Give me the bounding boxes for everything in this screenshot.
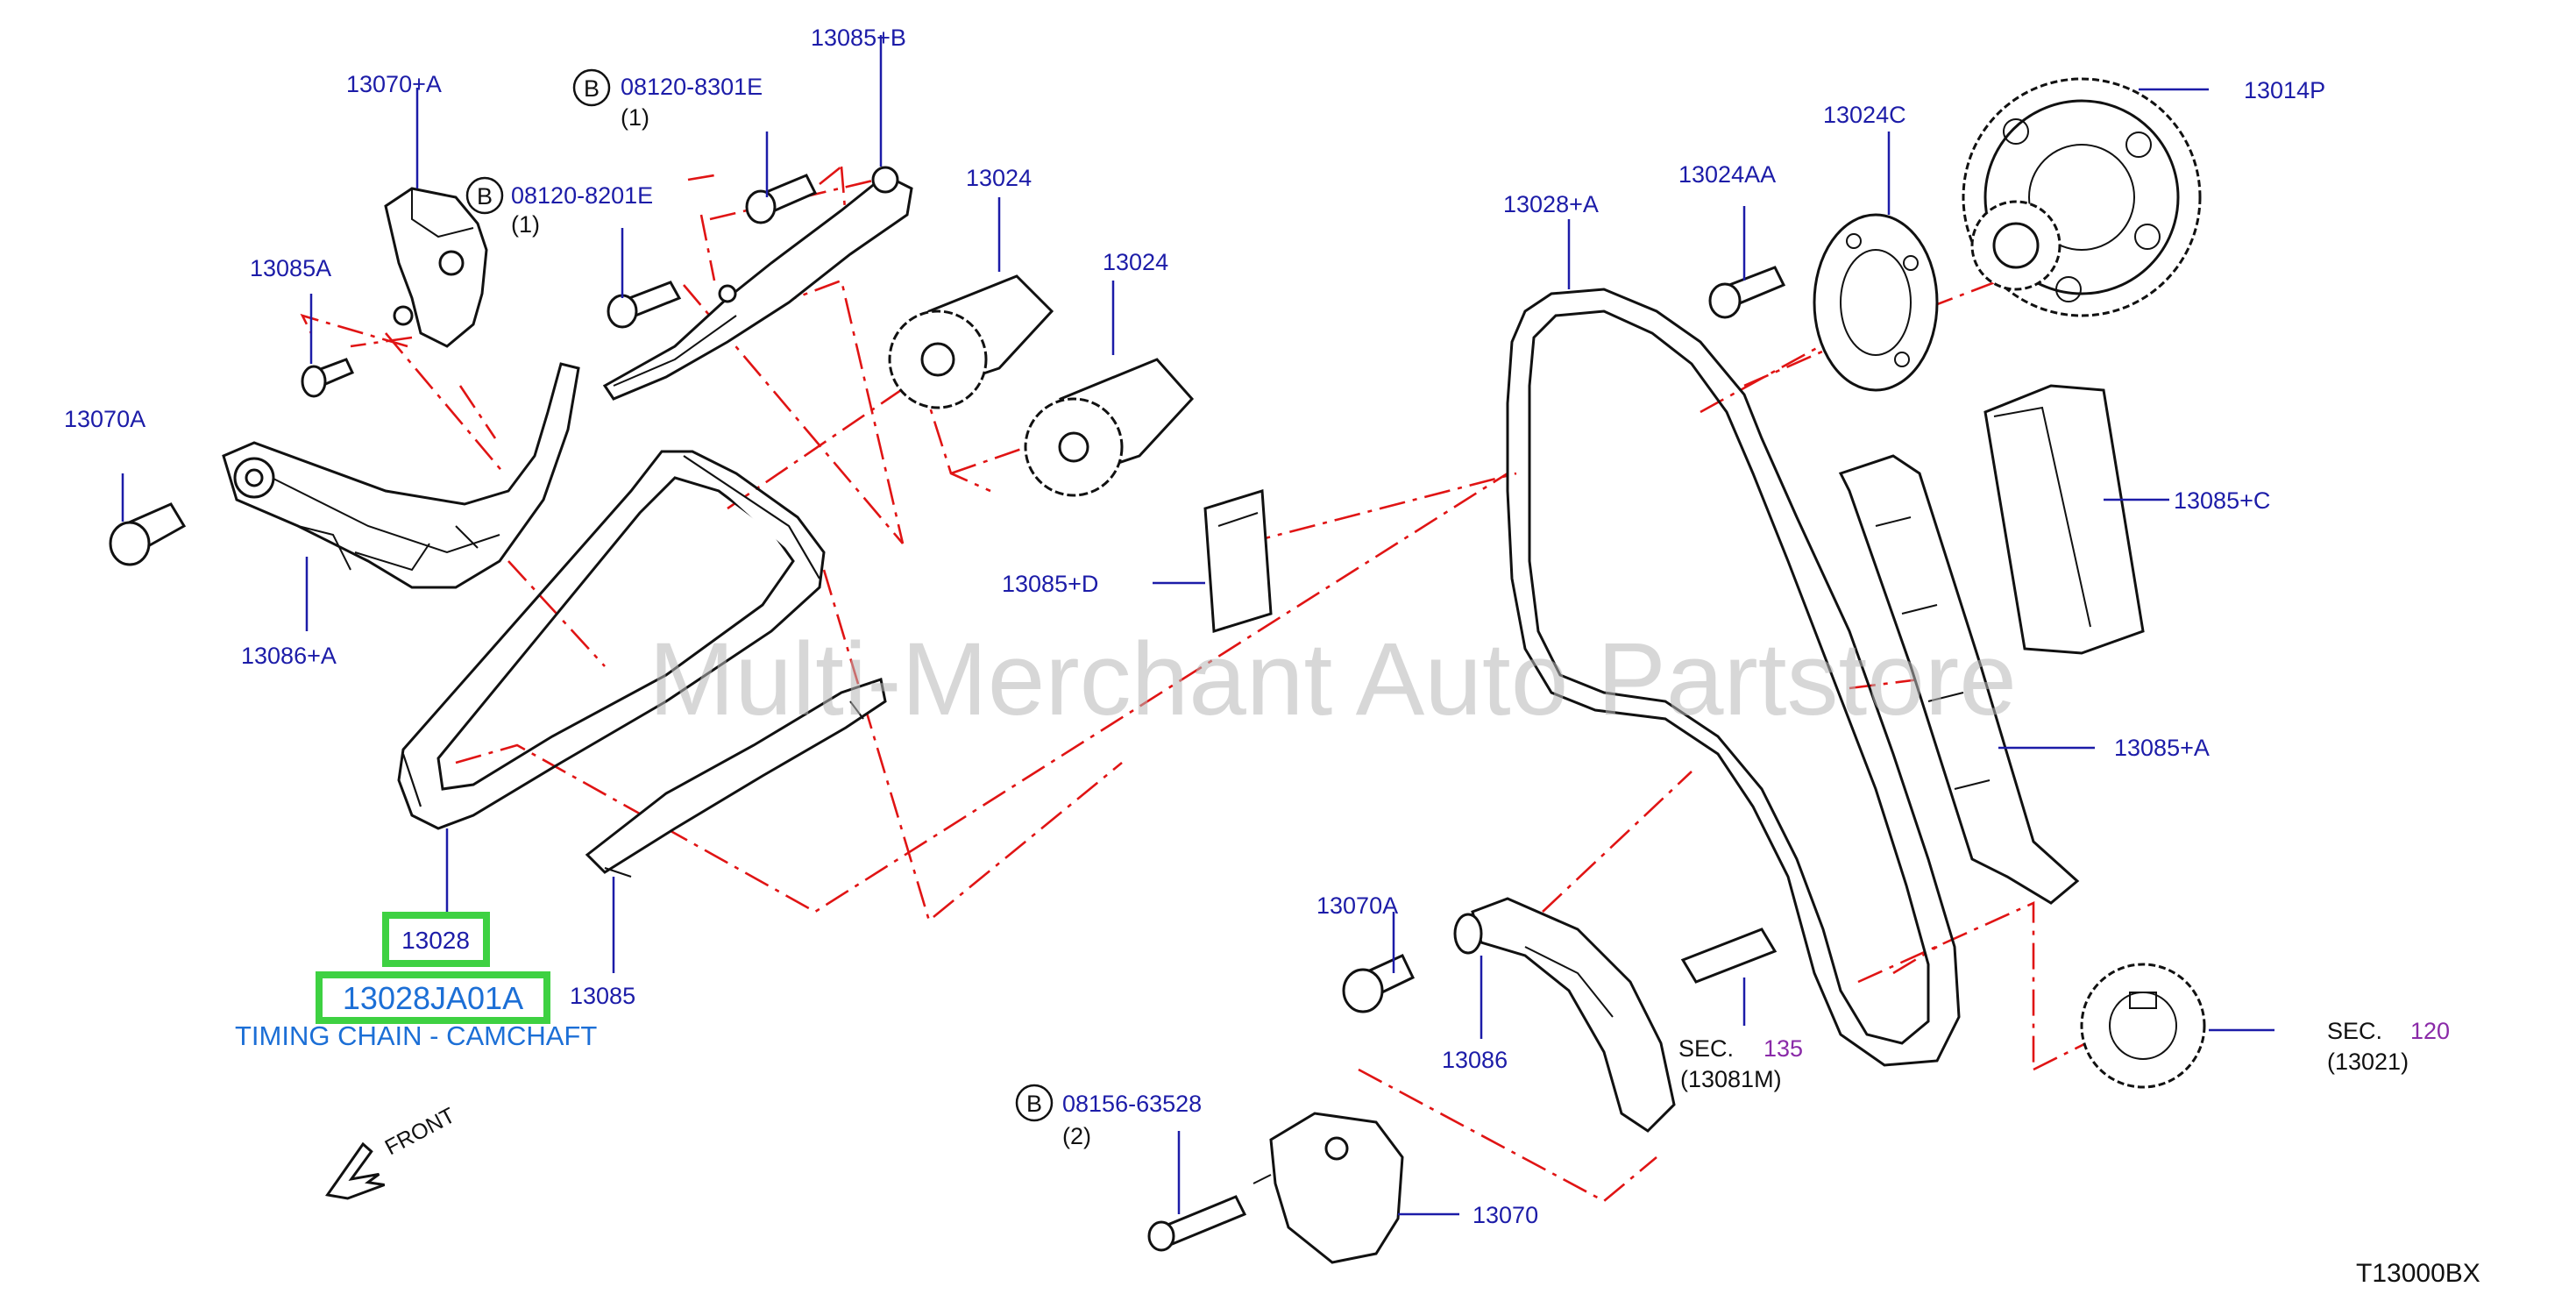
bolt-08156-63528 (1147, 1195, 1247, 1252)
front-label: FRONT (381, 1103, 459, 1160)
bolt-marker-08156-63528: B (1015, 1084, 1054, 1122)
label-13028[interactable]: 13028 (401, 927, 470, 954)
label-13024-a[interactable]: 13024 (966, 165, 1032, 191)
lower-guide-13085 (585, 678, 887, 878)
pin-sec-135 (1680, 928, 1778, 984)
svg-text:(13021): (13021) (2327, 1049, 2409, 1075)
svg-text:SEC.: SEC. (1678, 1035, 1734, 1062)
camshaft-sprocket-13024-a (888, 274, 1054, 409)
primary-timing-chain-13028-a (1506, 288, 1961, 1067)
qty-08120-8201e: (1) (511, 211, 540, 238)
qty-08120-8301e: (1) (621, 104, 649, 131)
svg-text:B: B (1026, 1091, 1042, 1117)
label-13024c[interactable]: 13024C (1823, 102, 1906, 128)
label-08156-63528[interactable]: 08156-63528 (1062, 1091, 1202, 1117)
label-08120-8301e[interactable]: 08120-8301E (621, 74, 763, 100)
bolt-marker-08120-8201e: B (465, 176, 504, 215)
svg-text:SEC.: SEC. (2327, 1018, 2382, 1044)
label-13086-a[interactable]: 13086+A (241, 643, 337, 669)
chain-guide-13085-d (1203, 489, 1273, 633)
chain-tensioner-13070 (1253, 1112, 1404, 1264)
label-13085-b[interactable]: 13085+B (811, 25, 906, 51)
lower-tensioner-arm-13086 (1453, 897, 1676, 1133)
camshaft-timing-chain-13028 (397, 450, 826, 830)
watermark: Multi-Merchant Auto Partstore (649, 622, 2017, 737)
label-13085-d[interactable]: 13085+D (1002, 571, 1098, 597)
label-13070a-left[interactable]: 13070A (64, 406, 145, 432)
caption-timing-chain-camshaft: TIMING CHAIN - CAMCHAFT (235, 1020, 597, 1051)
label-13070[interactable]: 13070 (1473, 1202, 1538, 1228)
label-13024-b[interactable]: 13024 (1103, 249, 1168, 275)
pivot-bolt-13070a-right (1342, 954, 1416, 1013)
label-13024aa[interactable]: 13024AA (1678, 161, 1776, 188)
label-13086[interactable]: 13086 (1442, 1047, 1508, 1073)
camshaft-sprocket-13024-b (1024, 358, 1195, 497)
highlight-13028ja01a[interactable]: 13028JA01A (316, 971, 550, 1024)
leader-lines (121, 35, 2274, 1216)
drawing-code: T13000BX (2356, 1259, 2480, 1288)
qty-08156-63528: (2) (1062, 1123, 1091, 1149)
bolt-08120-8201e (607, 281, 682, 329)
svg-text:120: 120 (2410, 1018, 2450, 1044)
label-13070-a-top[interactable]: 13070+A (346, 71, 442, 97)
svg-text:B: B (477, 183, 493, 210)
bolt-13024aa (1708, 266, 1786, 319)
pivot-bolt-13070a-left (109, 502, 187, 566)
label-13085-a[interactable]: 13085+A (2114, 735, 2210, 761)
tensioner-arm-13086-a (222, 362, 580, 589)
label-08120-8201e[interactable]: 08120-8201E (511, 182, 653, 209)
front-direction-indicator: FRONT (325, 1103, 459, 1200)
bolt-marker-08120-8301e: B (572, 68, 611, 107)
crankshaft-sprocket-13014p (1962, 77, 2202, 317)
upper-guide-13085-b (602, 166, 913, 401)
svg-text:(13081M): (13081M) (1680, 1066, 1782, 1092)
label-sec-135[interactable]: SEC. 135 (13081M) (1678, 1035, 1803, 1092)
upper-tensioner-13070-a (384, 187, 488, 348)
label-13085[interactable]: 13085 (570, 983, 635, 1009)
sprocket-plate-13024c (1813, 213, 1939, 392)
bolt-13085a (301, 358, 355, 398)
label-13070a-right[interactable]: 13070A (1316, 892, 1398, 919)
label-13085-c[interactable]: 13085+C (2174, 487, 2270, 514)
highlight-13028[interactable]: 13028 (382, 912, 490, 967)
svg-text:135: 135 (1763, 1035, 1803, 1062)
label-13014p[interactable]: 13014P (2244, 77, 2325, 103)
label-13028ja01a[interactable]: 13028JA01A (343, 980, 523, 1016)
front-arrow-icon (325, 1141, 386, 1200)
label-sec-120[interactable]: SEC. 120 (13021) (2327, 1018, 2450, 1075)
label-13028-a[interactable]: 13028+A (1503, 191, 1599, 217)
bolt-08120-8301e (745, 174, 818, 224)
chain-guide-13085-a (1838, 454, 2080, 905)
chain-guide-13085-c (1983, 384, 2145, 655)
label-13085a[interactable]: 13085A (250, 255, 331, 281)
crank-sprocket-sec-120 (2080, 963, 2206, 1089)
svg-text:B: B (584, 75, 600, 102)
